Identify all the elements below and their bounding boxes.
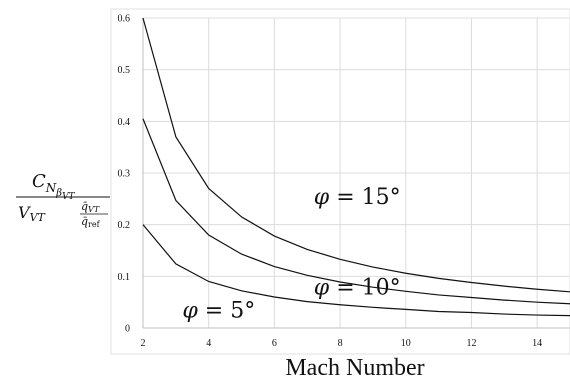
x-tick-label: 12 <box>466 338 476 349</box>
y-axis-label: CNβVT VVT q̄VT q̄ref <box>16 171 110 229</box>
y-tick-label: 0.3 <box>118 169 131 180</box>
y-tick-labels: 0 0.1 0.2 0.3 0.4 0.5 0.6 <box>118 14 131 335</box>
x-tick-label: 6 <box>272 338 277 349</box>
x-axis-label: Mach Number <box>285 355 424 378</box>
y-label-n: N <box>45 181 57 195</box>
x-tick-label: 4 <box>206 338 211 349</box>
y-label-v: V <box>18 203 31 222</box>
y-label-ref: ref <box>88 220 101 229</box>
plot-frame <box>110 8 570 355</box>
phi-symbol: φ <box>182 299 198 324</box>
grid <box>143 17 570 329</box>
y-label-vt-small: VT <box>88 205 100 214</box>
series-group <box>142 17 570 317</box>
y-tick-label: 0.4 <box>118 117 131 128</box>
y-label-vt: VT <box>30 211 47 224</box>
curve-annotation: φ = 10° <box>314 275 401 300</box>
series-line-2 <box>142 118 570 305</box>
phi-symbol: φ <box>314 275 330 300</box>
angle-value: = 10° <box>329 275 400 300</box>
y-tick-label: 0.6 <box>118 14 131 25</box>
x-tick-labels: 2 4 6 8 10 12 14 <box>141 338 543 349</box>
angle-value: = 5° <box>198 299 255 324</box>
y-tick-label: 0 <box>125 324 130 335</box>
y-tick-label: 0.2 <box>118 220 131 231</box>
y-label-denominator: VVT <box>18 203 47 224</box>
curve-annotation: φ = 15° <box>314 185 401 210</box>
x-tick-label: 2 <box>141 338 146 349</box>
series-line-1 <box>142 17 570 293</box>
y-label-q-vt: q̄VT <box>81 200 100 214</box>
x-tick-label: 14 <box>532 338 542 349</box>
y-tick-label: 0.5 <box>118 65 131 76</box>
y-label-qbar-top: q̄ <box>81 200 88 213</box>
y-label-q-ref: q̄ref <box>81 215 101 229</box>
y-label-numerator: CNβVT <box>32 171 76 202</box>
y-label-beta: β <box>55 188 62 199</box>
series-line-3 <box>142 224 570 317</box>
y-label-qbar-bottom: q̄ <box>81 215 88 228</box>
x-tick-label: 10 <box>401 338 411 349</box>
annotations: φ = 15°φ = 10°φ = 5° <box>182 185 400 324</box>
phi-symbol: φ <box>314 185 330 210</box>
axes <box>110 8 570 355</box>
angle-value: = 15° <box>329 185 400 210</box>
curve-annotation: φ = 5° <box>182 299 255 324</box>
x-tick-label: 8 <box>338 338 343 349</box>
y-tick-label: 0.1 <box>118 272 131 283</box>
y-label-c: C <box>32 171 46 192</box>
